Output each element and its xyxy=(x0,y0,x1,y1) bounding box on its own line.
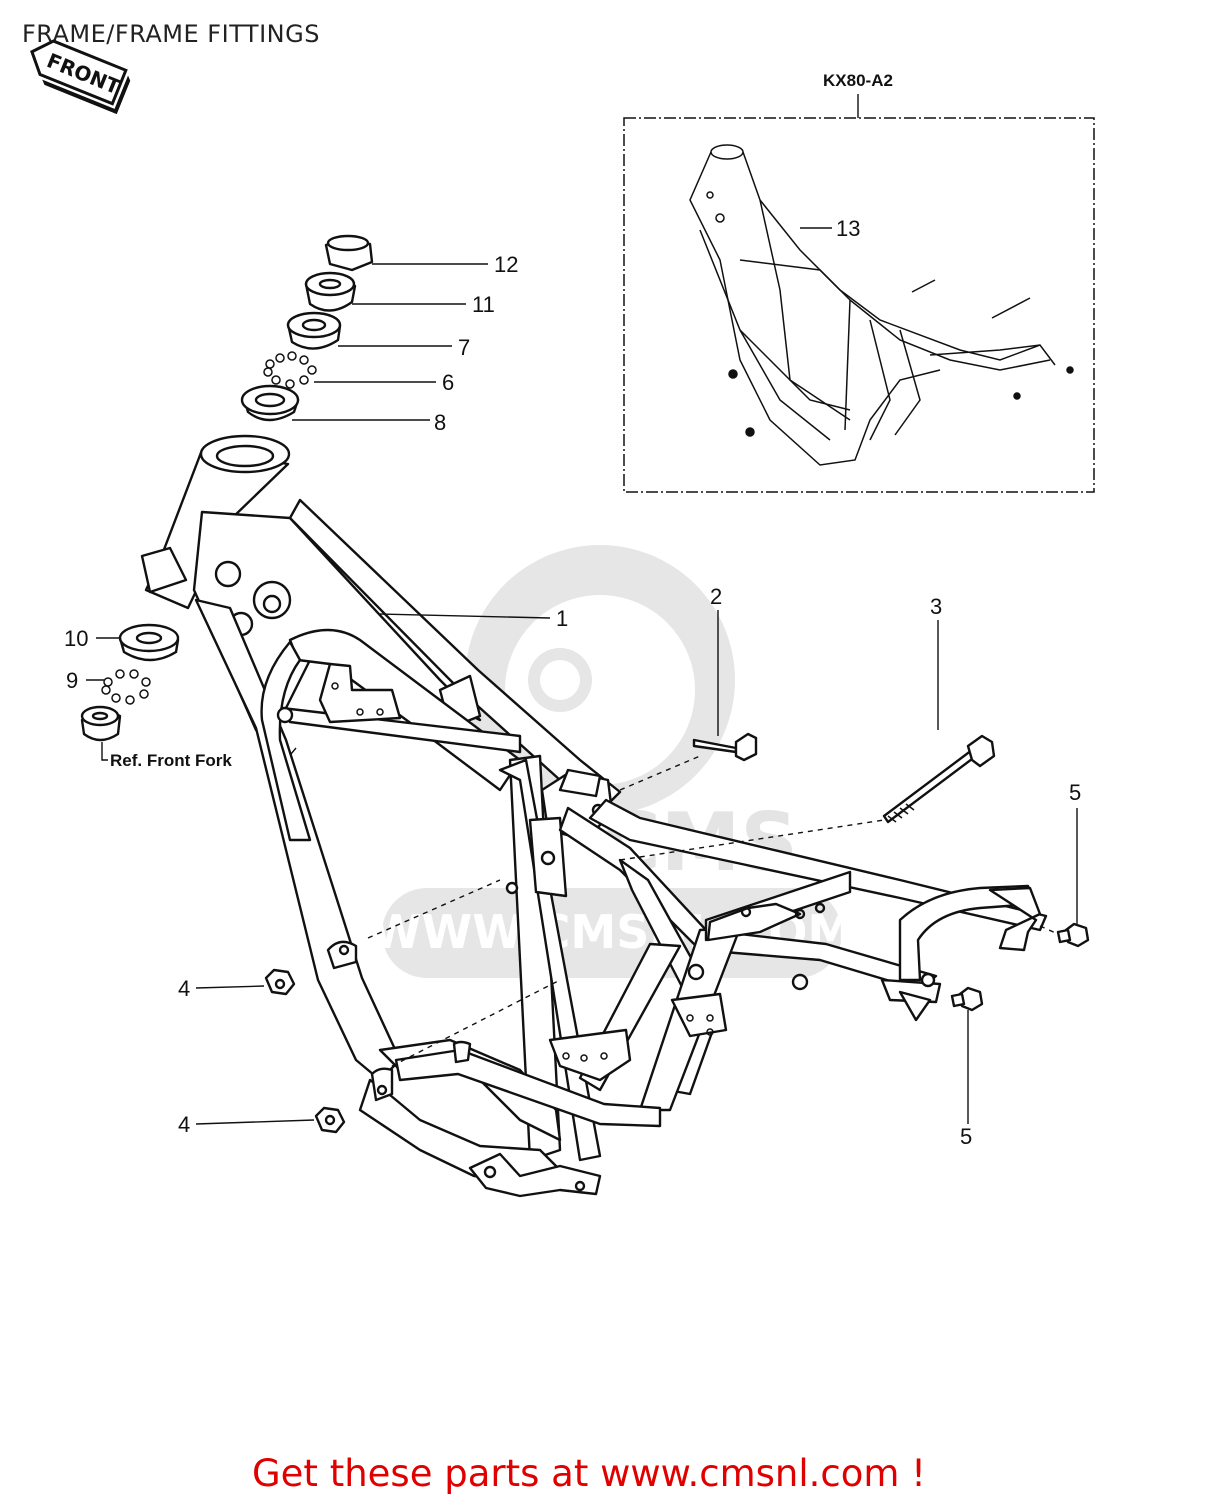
callout-7: 7 xyxy=(338,335,470,360)
svg-text:9: 9 xyxy=(66,668,78,693)
part-7-cone-race xyxy=(286,311,342,350)
svg-text:8: 8 xyxy=(434,410,446,435)
alignment-lines xyxy=(367,755,1059,1067)
callout-5-lower: 5 xyxy=(960,1010,972,1149)
callout-12: 12 xyxy=(372,252,518,277)
callout-13: 13 xyxy=(800,216,860,241)
callout-10: 10 xyxy=(64,626,120,651)
callout-6: 6 xyxy=(314,370,454,395)
svg-text:5: 5 xyxy=(960,1124,972,1149)
svg-text:11: 11 xyxy=(472,292,495,317)
steering-head-parts xyxy=(240,234,374,422)
callout-3: 3 xyxy=(930,594,942,730)
svg-text:4: 4 xyxy=(178,1112,190,1137)
part-4-nut-lower xyxy=(314,1106,346,1134)
footer-parts-link[interactable]: Get these parts at www.cmsnl.com ! xyxy=(252,1452,927,1495)
callout-11: 11 xyxy=(352,292,495,317)
svg-text:13: 13 xyxy=(836,216,860,241)
part-6-steel-balls xyxy=(263,351,317,389)
part-12-stem-nut xyxy=(324,234,374,272)
part-1-frame xyxy=(140,434,1048,1198)
part-3-bolt xyxy=(882,734,996,824)
callout-9: 9 xyxy=(66,668,104,693)
part-4-nut-upper xyxy=(264,968,296,996)
part-11-cone-race xyxy=(304,271,357,312)
front-direction-arrow: FRONT xyxy=(30,39,131,115)
callout-4-lower: 4 xyxy=(178,1112,315,1137)
callout-2: 2 xyxy=(710,584,722,736)
svg-text:2: 2 xyxy=(710,584,722,609)
callout-1: 1 xyxy=(379,606,568,631)
svg-text:7: 7 xyxy=(458,335,470,360)
svg-text:1: 1 xyxy=(556,606,568,631)
part-8-bearing-cup xyxy=(240,384,300,422)
part-5-bolt-lower xyxy=(950,986,984,1012)
svg-text:5: 5 xyxy=(1069,780,1081,805)
part-5-bolt-right xyxy=(1056,922,1090,948)
part-10-bearing-cup xyxy=(118,623,180,662)
lower-steering-parts: Ref. Front Fork xyxy=(80,623,297,770)
svg-text:4: 4 xyxy=(178,976,190,1001)
svg-text:12: 12 xyxy=(494,252,518,277)
part-2-bolt xyxy=(692,732,758,762)
callout-4-upper: 4 xyxy=(178,976,265,1001)
kx80-a2-inset: KX80-A2 xyxy=(623,71,1095,493)
page-title: FRAME/FRAME FITTINGS xyxy=(22,20,320,48)
callout-5-right: 5 xyxy=(1069,780,1081,924)
svg-text:10: 10 xyxy=(64,626,88,651)
reference-note: Ref. Front Fork xyxy=(110,751,232,770)
kx80-a2-frame xyxy=(689,144,1074,466)
part-9-steel-balls xyxy=(101,669,151,705)
variant-label: KX80-A2 xyxy=(823,71,893,90)
front-fork-ref-race xyxy=(80,705,122,742)
svg-text:3: 3 xyxy=(930,594,942,619)
callout-8: 8 xyxy=(292,410,446,435)
svg-text:6: 6 xyxy=(442,370,454,395)
